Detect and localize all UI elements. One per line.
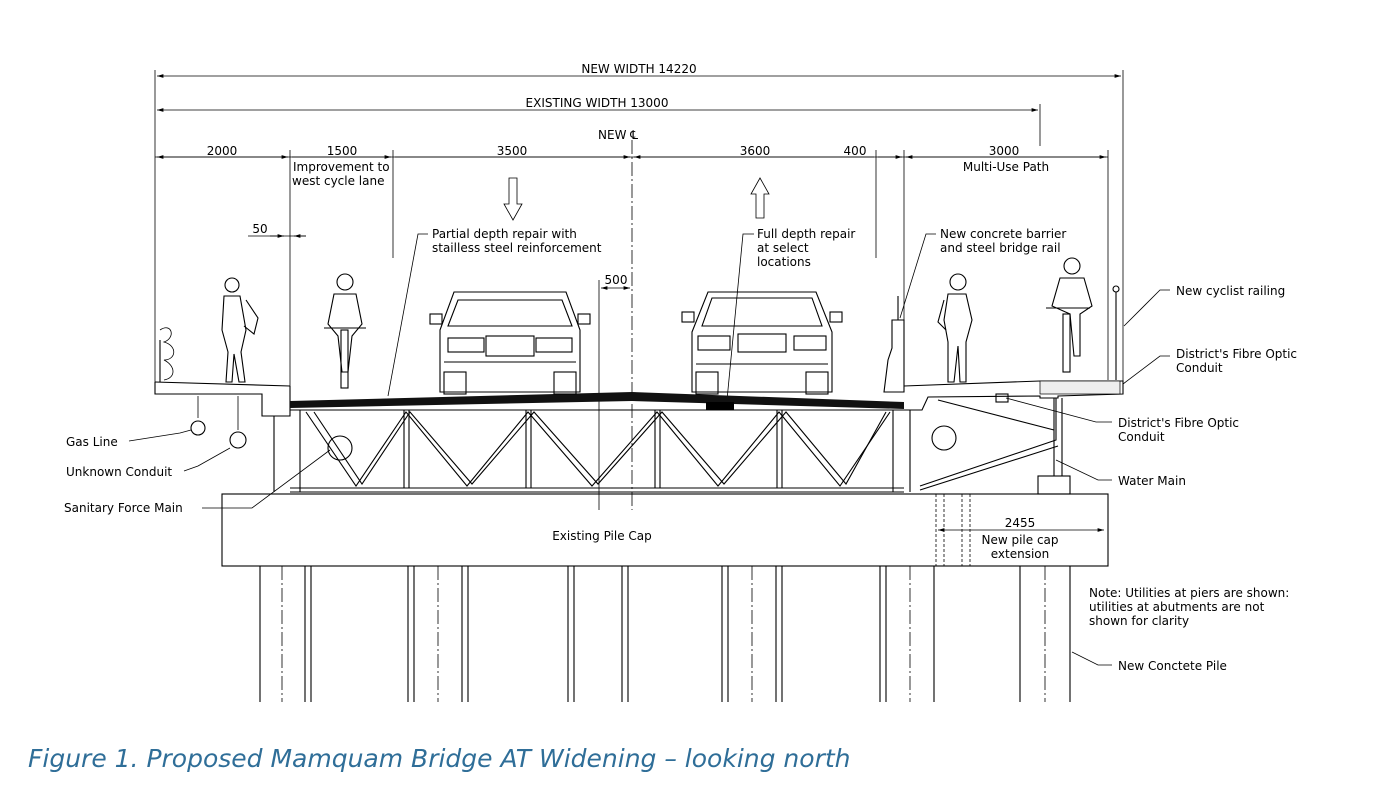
- east-bracket: [919, 398, 1059, 491]
- west-railing: [159, 327, 175, 382]
- water-main-label: Water Main: [1118, 474, 1186, 488]
- piles: [259, 566, 1071, 702]
- unknown-conduit: [229, 396, 247, 449]
- cyclist-railing-label: New cyclist railing: [1176, 284, 1285, 298]
- fibre-optic-conduit-lower: [995, 393, 1009, 403]
- dimension-1500: 1500: [327, 144, 358, 158]
- steel-truss: [273, 409, 911, 493]
- dimension-lines: [154, 70, 1124, 510]
- fibre-optic-top-label-1: District's Fibre Optic: [1176, 347, 1297, 361]
- pile-cap-extension-label-1: New pile cap: [981, 533, 1058, 547]
- figure-caption: Figure 1. Proposed Mamquam Bridge AT Wid…: [28, 744, 851, 773]
- partial-repair-label-2: stailless steel reinforcement: [432, 241, 602, 255]
- fibre-optic-top-label-2: Conduit: [1176, 361, 1223, 375]
- dimension-3600: 3600: [740, 144, 771, 158]
- unknown-conduit-label: Unknown Conduit: [66, 465, 172, 479]
- pile-cap: [221, 493, 1109, 567]
- full-repair-label-2: at select: [757, 241, 809, 255]
- pile-cap-extension-label-2: extension: [991, 547, 1050, 561]
- new-centerline-label: NEW ℄: [598, 128, 638, 142]
- lane-direction-arrows: [503, 177, 770, 221]
- dimension-500: 500: [605, 273, 628, 287]
- barrier-leader: [899, 233, 936, 319]
- dimension-2000: 2000: [207, 144, 238, 158]
- cyclist-railing: [1112, 285, 1120, 380]
- bridge-cross-section-drawing: NEW WIDTH 14220 EXISTING WIDTH 13000 NEW…: [64, 62, 1297, 702]
- dimension-3000: 3000: [989, 144, 1020, 158]
- sanitary-force-main: [327, 435, 353, 461]
- cyclist-west: [324, 273, 366, 389]
- car-southbound-front: [429, 291, 591, 395]
- note-line-2: utilities at abutments are not: [1089, 600, 1265, 614]
- bridge-deck: [154, 380, 1124, 417]
- cyclist-east: [1046, 257, 1093, 373]
- water-main: [931, 425, 957, 451]
- new-pile-label: New Conctete Pile: [1118, 659, 1227, 673]
- west-cycle-label-1: Improvement to: [293, 160, 390, 174]
- note-line-3: shown for clarity: [1089, 614, 1189, 628]
- fibre-optic-lower-label-2: Conduit: [1118, 430, 1165, 444]
- new-width-dimension: NEW WIDTH 14220: [581, 62, 696, 76]
- partial-repair-label-1: Partial depth repair with: [432, 227, 577, 241]
- gas-line: [190, 396, 206, 436]
- full-repair-leader: [726, 233, 754, 401]
- pedestrian-west: [221, 277, 259, 383]
- barrier-label-1: New concrete barrier: [940, 227, 1066, 241]
- dimension-400: 400: [844, 144, 867, 158]
- barrier-label-2: and steel bridge rail: [940, 241, 1061, 255]
- full-repair-label-1: Full depth repair: [757, 227, 855, 241]
- existing-width-dimension: EXISTING WIDTH 13000: [526, 96, 669, 110]
- car-northbound-rear: [681, 291, 843, 395]
- full-repair-label-3: locations: [757, 255, 811, 269]
- concrete-barrier: [883, 319, 905, 393]
- pile-cap-extension-dimension: 2455: [1005, 516, 1036, 530]
- fibre-optic-lower-label-1: District's Fibre Optic: [1118, 416, 1239, 430]
- sanitary-force-main-label: Sanitary Force Main: [64, 501, 183, 515]
- multi-use-path-label: Multi-Use Path: [963, 160, 1049, 174]
- gas-line-label: Gas Line: [66, 435, 118, 449]
- pedestrian-east: [937, 273, 973, 383]
- note-line-1: Note: Utilities at piers are shown:: [1089, 586, 1289, 600]
- dimension-50: 50: [252, 222, 267, 236]
- west-cycle-label-2: west cycle lane: [292, 174, 384, 188]
- partial-repair-leader: [387, 233, 428, 397]
- dimension-3500: 3500: [497, 144, 528, 158]
- pile-cap-label: Existing Pile Cap: [552, 529, 652, 543]
